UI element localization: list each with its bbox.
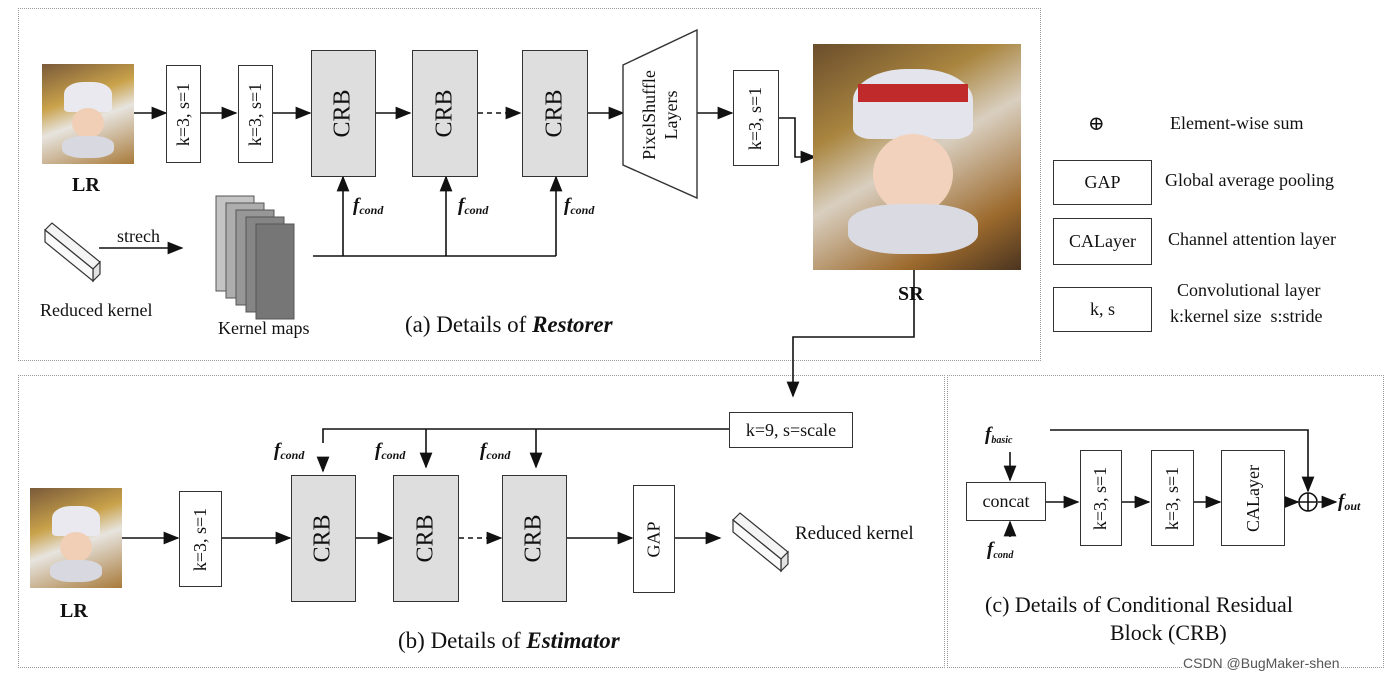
crb-block-b3: CRB: [502, 475, 567, 602]
conv-block-a3: k=3, s=1: [733, 70, 779, 166]
caption-crb-line2: Block (CRB): [1110, 620, 1227, 645]
fcond-label-b1: fcond: [274, 440, 305, 462]
sr-image: [813, 44, 1021, 270]
crb-block-a1: CRB: [311, 50, 376, 177]
strech-label: strech: [117, 226, 160, 246]
legend-gap-desc: Global average pooling: [1165, 170, 1334, 190]
kernel-maps-stack: [215, 195, 295, 320]
lr-label-b: LR: [60, 600, 88, 622]
kernel-maps-label: Kernel maps: [218, 318, 310, 338]
legend-conv-desc2: k:kernel size s:stride: [1170, 306, 1323, 326]
conv-block-a2: k=3, s=1: [238, 65, 273, 163]
reduced-kernel-label-a: Reduced kernel: [40, 300, 153, 320]
caption-crb-line1: (c) Details of Conditional Residual: [985, 592, 1293, 617]
conv-scale-block: k=9, s=scale: [729, 412, 853, 448]
legend-sum-desc: Element-wise sum: [1170, 113, 1304, 133]
watermark: CSDN @BugMaker-shen: [1183, 655, 1340, 671]
pixelshuffle-shape: [622, 28, 698, 200]
conv-block-c1: k=3, s=1: [1080, 450, 1122, 546]
fcond-label-b2: fcond: [375, 440, 406, 462]
reduced-kernel-shape: [44, 222, 101, 283]
caption-estimator: (b) Details of Estimator: [398, 628, 620, 653]
crb-block-a3: CRB: [522, 50, 588, 177]
legend-conv-box: k, s: [1053, 287, 1152, 332]
sr-label: SR: [898, 283, 924, 305]
caption-restorer: (a) Details of Restorer: [405, 312, 613, 337]
crb-block-a2: CRB: [412, 50, 478, 177]
lr-label-a: LR: [72, 174, 100, 196]
reduced-kernel-label-b: Reduced kernel: [795, 523, 914, 544]
legend-calayer-box: CALayer: [1053, 218, 1152, 265]
legend-calayer-desc: Channel attention layer: [1168, 229, 1336, 249]
conv-block-b1: k=3, s=1: [179, 491, 222, 587]
fcond-label-a3: fcond: [564, 195, 595, 217]
fcond-label-c: fcond: [987, 539, 1014, 561]
fbasic-label: fbasic: [985, 424, 1013, 446]
conv-block-a1: k=3, s=1: [166, 65, 201, 163]
crb-block-b1: CRB: [291, 475, 356, 602]
conv-block-c2: k=3, s=1: [1151, 450, 1194, 546]
panel-crb: [947, 375, 1384, 668]
fcond-label-a2: fcond: [458, 195, 489, 217]
crb-block-b2: CRB: [393, 475, 459, 602]
concat-block: concat: [966, 482, 1046, 521]
fcond-label-a1: fcond: [353, 195, 384, 217]
panel-restorer: [18, 8, 1041, 361]
fcond-label-b3: fcond: [480, 440, 511, 462]
panel-estimator: [18, 375, 945, 668]
calayer-block: CALayer: [1221, 450, 1285, 546]
lr-image-b: [30, 488, 122, 588]
fout-label: fout: [1338, 491, 1361, 513]
legend-gap-box: GAP: [1053, 160, 1152, 205]
sum-symbol-icon: ⊕: [1088, 113, 1105, 135]
legend-conv-desc1: Convolutional layer: [1177, 280, 1321, 300]
lr-image-a: [42, 64, 134, 164]
reduced-kernel-shape-b: [732, 512, 789, 573]
gap-block: GAP: [633, 485, 675, 593]
